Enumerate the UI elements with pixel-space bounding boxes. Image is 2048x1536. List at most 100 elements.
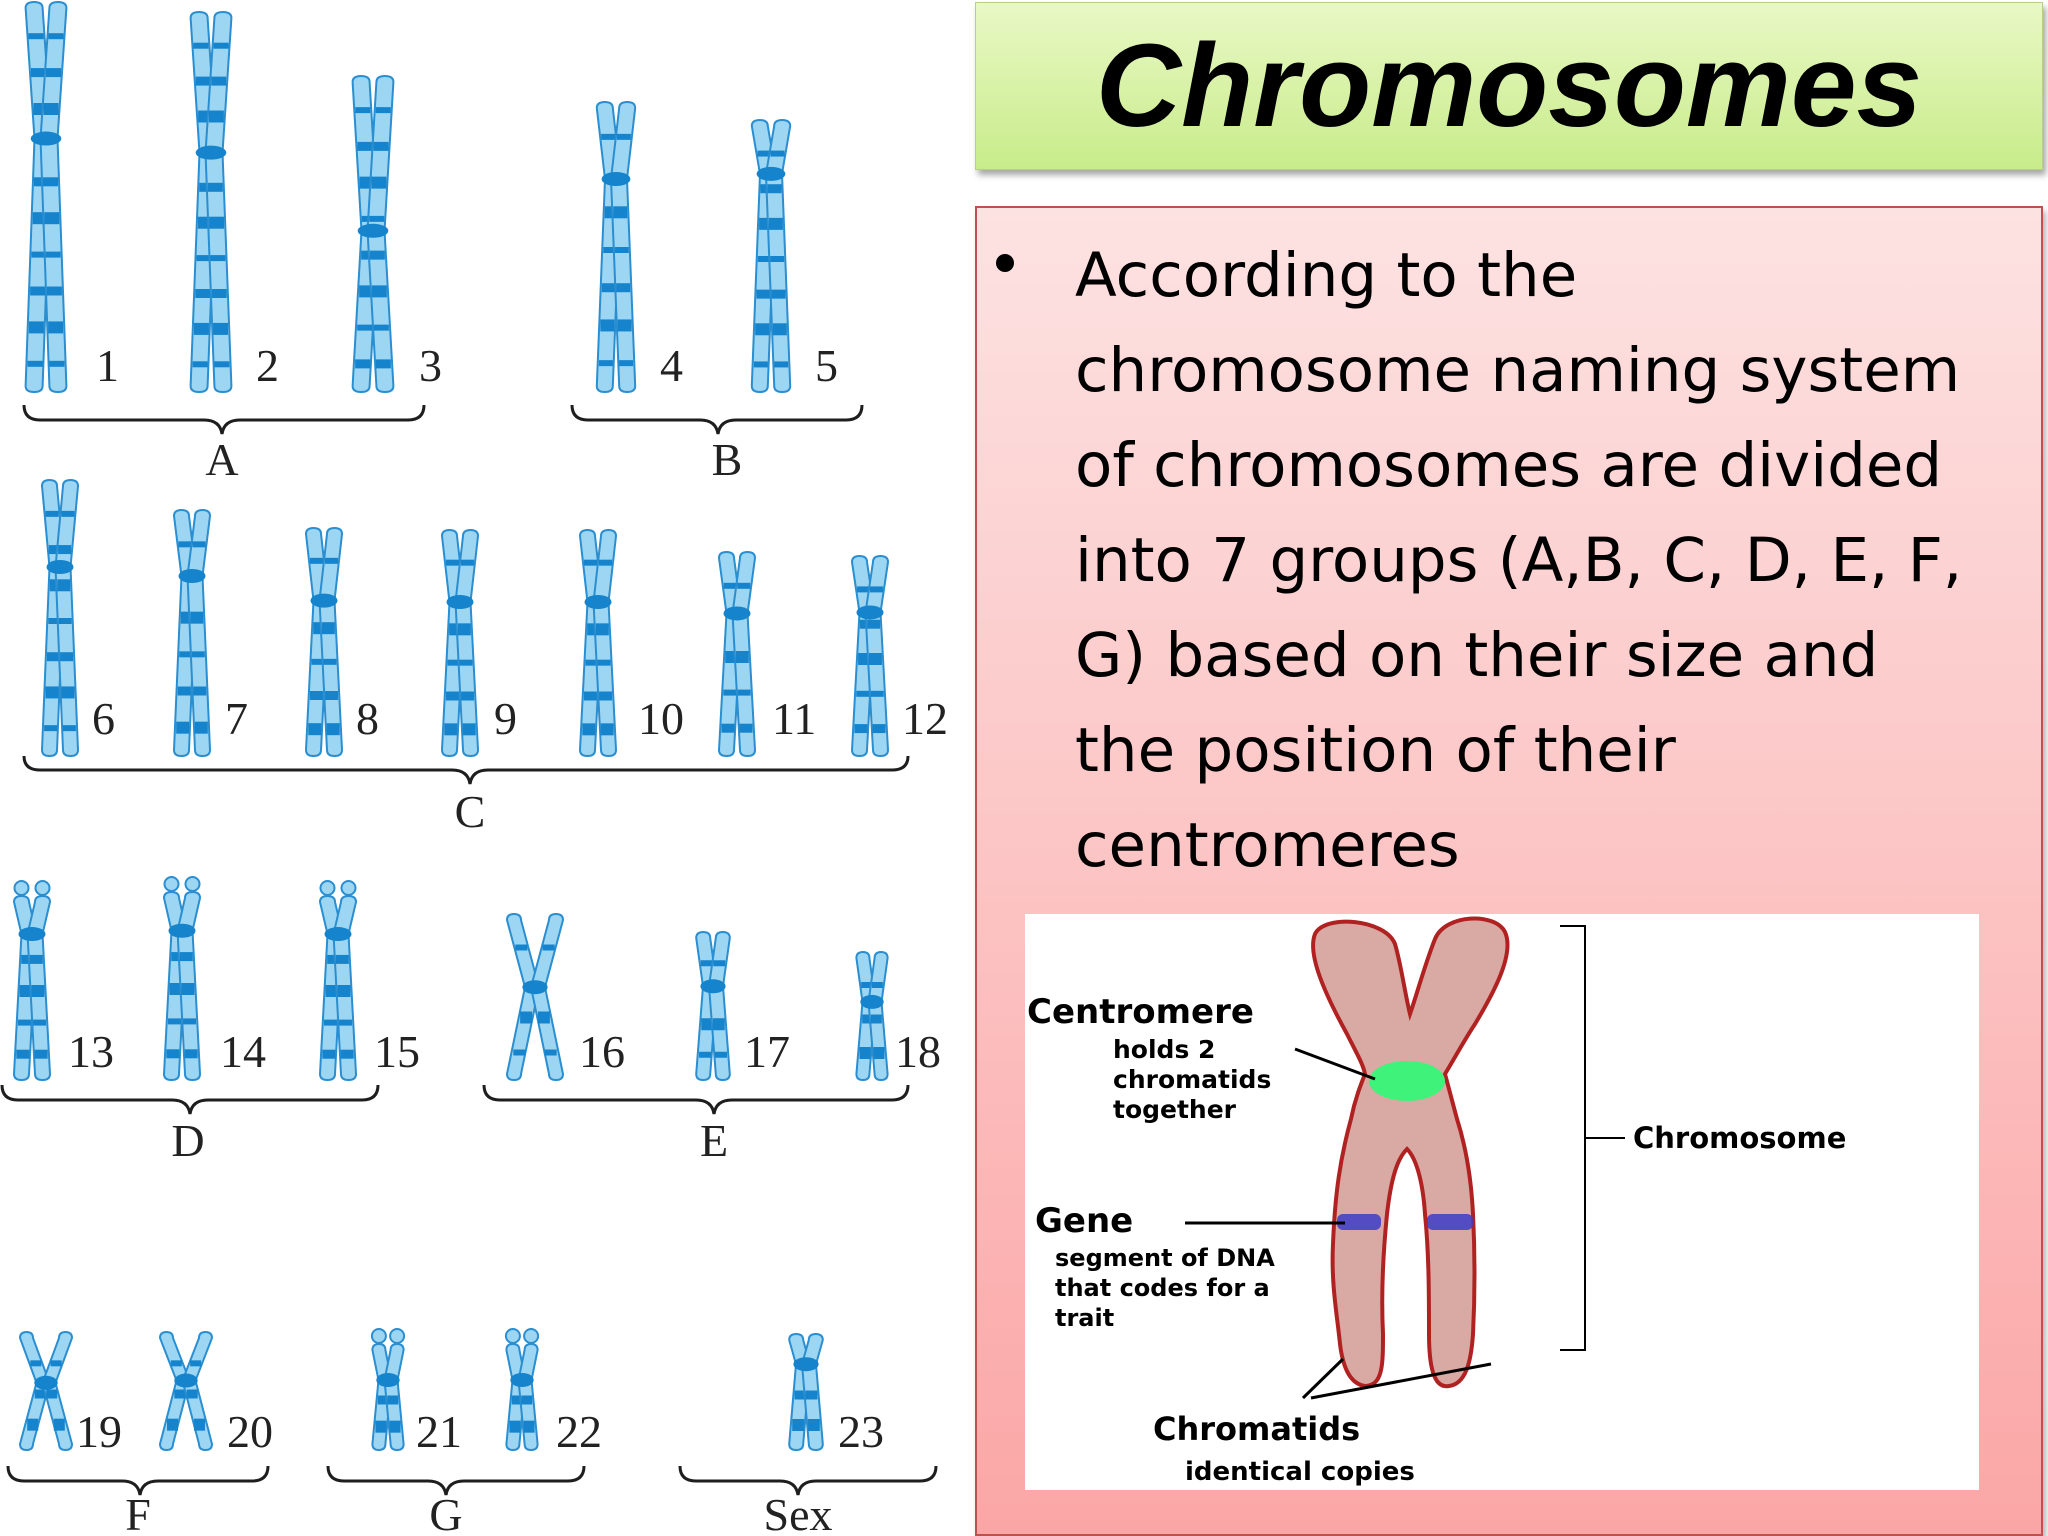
chromosome-band <box>770 150 785 157</box>
chromosome-band <box>756 289 771 299</box>
centromere <box>357 223 389 238</box>
chromosome-band <box>309 691 323 700</box>
chromosome-number-20: 20 <box>227 1406 273 1457</box>
chromosome-band <box>854 724 868 734</box>
chromosome-number-14: 14 <box>220 1026 266 1077</box>
centromere <box>178 569 206 583</box>
chromosome-band <box>616 133 631 140</box>
chromosome-band <box>176 721 190 734</box>
chromosome-band <box>213 322 229 335</box>
chromosome-band <box>48 321 64 334</box>
chromosome-band <box>210 255 226 262</box>
chromosome-number-23: 23 <box>838 1406 884 1457</box>
chromosome-band <box>195 76 211 86</box>
chromosome-band <box>544 1049 557 1056</box>
chromosome-band <box>856 690 870 697</box>
chromosome-body <box>1311 916 1510 1389</box>
chromosome-band <box>861 982 873 988</box>
chromosome-band <box>753 361 768 368</box>
bracket-b <box>570 404 864 435</box>
chromosome-band <box>209 216 225 229</box>
chromosome-band <box>373 324 389 331</box>
chromosome-18 <box>855 950 889 1082</box>
chromosome-band <box>739 723 753 733</box>
chromosome-band <box>193 322 209 335</box>
chromosome-band <box>770 256 785 262</box>
chromosome-band <box>872 724 886 734</box>
chromosome-band <box>28 321 44 334</box>
chromosome-number-3: 3 <box>419 340 442 391</box>
chromosome-band <box>767 184 782 194</box>
gene-desc-2: that codes for a <box>1055 1274 1270 1302</box>
chromosome-7 <box>172 508 212 758</box>
centromere <box>168 923 196 938</box>
centromere-desc-3: together <box>1113 1095 1237 1124</box>
chromosome-band <box>57 579 71 592</box>
chromosome-1 <box>24 0 68 394</box>
chromosome-16 <box>505 912 565 1082</box>
group-label-a: A <box>205 434 238 485</box>
chromosome-band <box>214 361 230 368</box>
chromosome-band <box>460 559 474 566</box>
chromosome-number-9: 9 <box>494 693 517 744</box>
satellite <box>163 876 180 892</box>
chromosome-9 <box>440 528 480 758</box>
chromatid-pointer-right <box>1310 1362 1492 1400</box>
chromosome-band <box>373 141 389 151</box>
chromosome-3 <box>351 74 395 394</box>
chromosome-band <box>870 690 884 697</box>
gene-band-right <box>1427 1214 1473 1230</box>
chromosome-band <box>49 360 65 367</box>
centromere <box>46 560 74 574</box>
chromosome-23 <box>788 1332 824 1452</box>
chromosome-12 <box>850 554 890 758</box>
bracket-a <box>22 404 426 435</box>
chromosome-band <box>44 725 58 732</box>
chromosome-band <box>16 1049 30 1059</box>
group-brackets <box>0 404 938 1496</box>
chromosome-band <box>58 618 72 624</box>
chromosome-band <box>375 359 391 369</box>
chromosome-number-4: 4 <box>660 340 683 391</box>
chromosome-band <box>603 247 618 253</box>
chromosome-band <box>444 723 458 736</box>
satellite <box>370 1328 387 1344</box>
centromere <box>18 927 46 942</box>
chromosome-band <box>34 1389 46 1399</box>
chromosome-band <box>772 323 787 336</box>
bracket-sex <box>678 1465 938 1496</box>
chromosome-band <box>857 586 871 593</box>
chromosome-4 <box>595 100 637 394</box>
chromosome-band <box>446 559 460 566</box>
chromosome-band <box>31 985 45 997</box>
bracket-c <box>22 755 910 785</box>
chromosome-band <box>34 1049 48 1059</box>
satellite <box>389 1328 406 1344</box>
chromosome-band <box>339 1019 353 1026</box>
chromosome-band <box>190 1360 202 1367</box>
chromosome-band <box>459 659 473 666</box>
chromosome-band <box>179 651 193 658</box>
chromosome-band <box>196 255 212 262</box>
chromosome-band <box>600 723 614 736</box>
chromosome-21 <box>370 1328 406 1452</box>
group-labels: A B C D E F G Sex <box>125 434 832 1536</box>
chromosome-band <box>184 1049 198 1059</box>
chromosome-number-22: 22 <box>556 1406 602 1457</box>
chromosome-number-11: 11 <box>772 693 816 744</box>
chromosome-band <box>33 1019 47 1026</box>
chromosome-band <box>462 723 476 736</box>
chromosome-band <box>208 110 224 123</box>
chromosome-band <box>369 250 385 260</box>
chromosome-band <box>340 1049 354 1059</box>
chromosome-band <box>194 721 208 734</box>
chromosome-number-1: 1 <box>96 340 119 391</box>
chromosome-band <box>712 1018 725 1031</box>
chromatids-desc: identical copies <box>1185 1457 1415 1487</box>
chromosome-band <box>721 723 735 733</box>
chromosome-19 <box>18 1330 74 1452</box>
chromosome-6 <box>40 478 80 758</box>
gene-desc-3: trait <box>1055 1304 1114 1332</box>
centromere <box>756 166 786 181</box>
chromosome-band <box>375 1420 387 1433</box>
